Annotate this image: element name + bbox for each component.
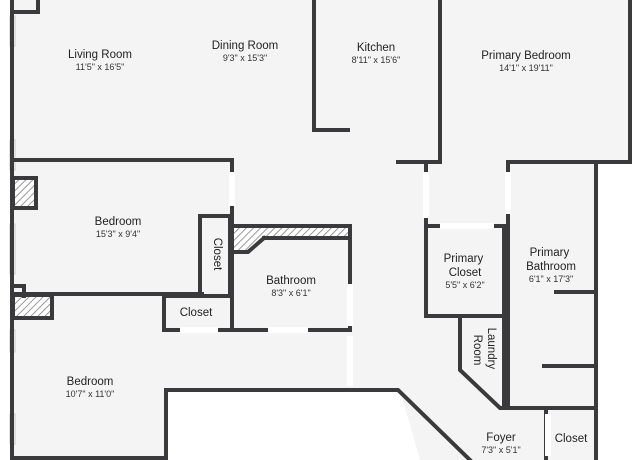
room-kitchen-name: Kitchen xyxy=(357,42,395,54)
room-bedroom-1-dims: 15'3" x 9'4" xyxy=(96,229,140,239)
room-bedroom-2-name: Bedroom xyxy=(67,376,114,388)
room-laundry-room-name: Laundry Room xyxy=(471,328,497,373)
room-dining-room-name: Dining Room xyxy=(212,40,278,52)
room-closet-foyer-name: Closet xyxy=(555,433,588,445)
room-bedroom-2-dims: 10'7" x 11'0" xyxy=(66,389,115,399)
room-primary-bathroom-dims: 6'1" x 17'3" xyxy=(529,274,573,284)
room-primary-closet-dims: 5'5" x 6'2" xyxy=(445,280,484,290)
hatched-shaft-upper xyxy=(13,177,37,209)
room-bathroom-name: Bathroom xyxy=(266,275,316,287)
room-foyer-dims: 7'3" x 5'1" xyxy=(481,445,520,455)
room-living-room-name: Living Room xyxy=(68,49,132,61)
hatched-shaft-lower xyxy=(13,295,53,319)
room-bathroom-dims: 8'3" x 6'1" xyxy=(271,288,310,298)
room-bedroom-1-name: Bedroom xyxy=(95,216,142,228)
room-primary-bedroom-dims: 14'1" x 19'11" xyxy=(499,63,553,73)
room-closet-vertical-name: Closet xyxy=(211,238,223,271)
hatched-bath-shaft xyxy=(232,226,350,252)
room-primary-bedroom-name: Primary Bedroom xyxy=(481,50,570,62)
room-kitchen-dims: 8'11" x 15'6" xyxy=(352,55,401,65)
room-closet-small-name: Closet xyxy=(180,307,213,319)
room-primary-closet-name: Primary Closet xyxy=(444,253,487,279)
room-labels: Living Room 11'5" x 16'5" Dining Room 9'… xyxy=(66,40,588,455)
room-foyer-name: Foyer xyxy=(486,432,516,444)
room-living-room-dims: 11'5" x 16'5" xyxy=(76,62,125,72)
room-primary-bathroom-name: Primary Bathroom xyxy=(526,247,576,273)
room-dining-room-dims: 9'3" x 15'3" xyxy=(223,53,267,63)
